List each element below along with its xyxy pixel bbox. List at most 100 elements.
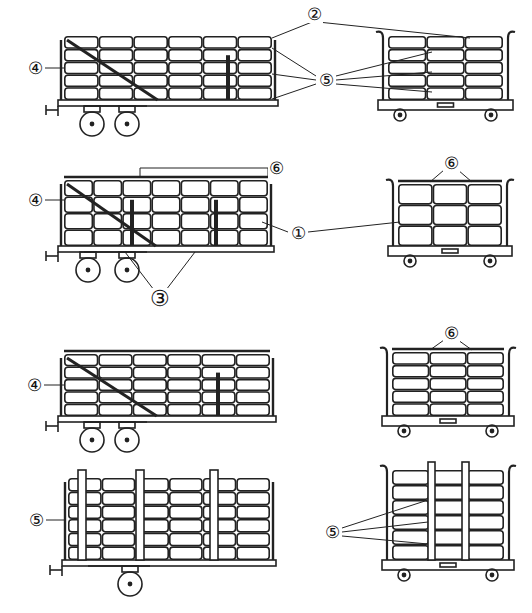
cotton-bale xyxy=(169,62,202,73)
wagon-floor xyxy=(58,416,276,422)
end-stake xyxy=(509,348,516,416)
wheel-hub xyxy=(490,429,493,432)
coupler xyxy=(438,103,454,107)
wheel-hub xyxy=(488,259,491,262)
cotton-bale xyxy=(430,366,466,377)
cotton-bale xyxy=(393,391,429,402)
cotton-bale xyxy=(237,492,269,504)
wagon-floor xyxy=(388,246,512,256)
cotton-bale xyxy=(427,50,464,61)
cotton-bale xyxy=(168,380,201,391)
wagon-floor xyxy=(62,560,276,566)
cotton-bale xyxy=(237,479,269,491)
callout-number: ③ xyxy=(149,288,171,310)
cotton-bale xyxy=(238,62,271,73)
end-stake xyxy=(270,184,272,246)
cotton-bale xyxy=(240,214,268,229)
wheel xyxy=(484,255,496,267)
cotton-bale xyxy=(393,471,429,484)
end-stake xyxy=(272,482,274,560)
cotton-bale xyxy=(94,230,122,245)
cotton-bale xyxy=(427,37,464,48)
callout-number: ② xyxy=(306,6,323,23)
cotton-bale xyxy=(102,479,134,491)
end-stake xyxy=(509,466,516,560)
cotton-bale xyxy=(102,547,134,559)
cotton-bale xyxy=(133,380,166,391)
cotton-bale xyxy=(170,492,202,504)
cotton-bale xyxy=(99,367,132,378)
wheel-hub xyxy=(86,268,89,271)
cotton-bale xyxy=(133,392,166,403)
cotton-bale xyxy=(236,380,269,391)
wagon-stroke xyxy=(57,106,59,116)
axle-box xyxy=(119,422,135,428)
cotton-bale xyxy=(399,205,432,224)
cotton-bale xyxy=(168,404,201,415)
cotton-bale xyxy=(170,520,202,532)
cotton-bale xyxy=(433,205,466,224)
wheel-hub xyxy=(125,268,128,271)
buffer xyxy=(46,425,58,427)
axle-box xyxy=(80,252,96,258)
top-band xyxy=(64,176,268,178)
wheel xyxy=(118,572,142,596)
callout-number: ⑥ xyxy=(268,160,285,177)
wheel xyxy=(398,425,410,437)
cotton-bale xyxy=(465,75,502,86)
cotton-bale xyxy=(181,214,209,229)
top-band xyxy=(392,348,504,350)
cotton-bale xyxy=(238,88,271,99)
cotton-bale xyxy=(237,547,269,559)
cotton-bale xyxy=(427,75,464,86)
coupler xyxy=(442,249,458,253)
cotton-bale xyxy=(152,197,180,212)
wheel xyxy=(115,112,139,136)
diagonal-strap xyxy=(67,184,156,246)
callout-number: ④ xyxy=(27,60,44,77)
cotton-bale xyxy=(468,226,501,245)
end-stake xyxy=(60,184,62,246)
axle-box xyxy=(84,422,100,428)
cotton-bale xyxy=(65,230,93,245)
wheel xyxy=(404,255,416,267)
cotton-bale xyxy=(389,62,426,73)
wheel-hub xyxy=(402,573,405,576)
wheel-hub xyxy=(398,113,401,116)
cotton-bale xyxy=(203,520,235,532)
end-stake xyxy=(64,482,66,560)
end-stake xyxy=(380,348,387,416)
cotton-bale xyxy=(181,230,209,245)
cotton-bale xyxy=(170,479,202,491)
coupler xyxy=(440,419,456,423)
cotton-bale xyxy=(203,533,235,545)
cotton-bale xyxy=(99,355,132,366)
cotton-bale xyxy=(102,506,134,518)
buffer xyxy=(49,565,51,575)
cotton-bale xyxy=(99,88,132,99)
strap xyxy=(226,55,230,100)
cotton-bale xyxy=(133,367,166,378)
cotton-bale xyxy=(99,50,132,61)
cotton-bale xyxy=(168,367,201,378)
wheel-hub xyxy=(489,113,492,116)
cotton-bale xyxy=(467,353,503,364)
wagon-stroke xyxy=(57,422,59,432)
cotton-bale xyxy=(433,185,466,204)
callout-number: ⑥ xyxy=(443,325,460,342)
cotton-bale xyxy=(430,353,466,364)
wagon-floor xyxy=(382,416,514,426)
cotton-bale xyxy=(203,50,236,61)
coupler xyxy=(440,563,456,567)
cotton-bale xyxy=(393,486,429,499)
cotton-bale xyxy=(238,37,271,48)
cotton-bale xyxy=(465,88,502,99)
buffer xyxy=(45,421,47,431)
cotton-bale xyxy=(65,214,93,229)
wagon-stroke xyxy=(88,565,150,567)
wheel xyxy=(486,425,498,437)
end-stake xyxy=(380,466,387,560)
cotton-bale xyxy=(65,392,98,403)
cotton-bale xyxy=(236,355,269,366)
